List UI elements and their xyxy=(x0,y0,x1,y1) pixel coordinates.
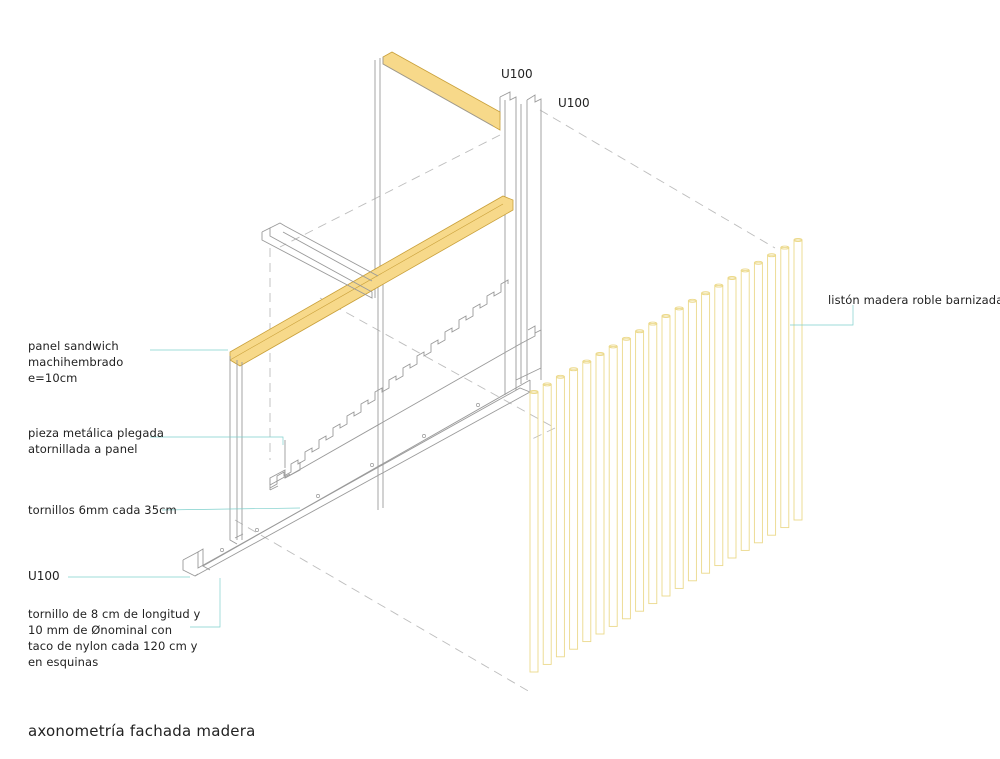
tornillo-label-line-4: en esquinas xyxy=(28,655,99,669)
wood-slat-top xyxy=(582,359,592,364)
panel-label-line-1: panel sandwich xyxy=(28,339,119,353)
wood-slat xyxy=(542,383,552,665)
wood-slat-top xyxy=(621,336,631,341)
wood-slat-top xyxy=(608,344,618,349)
u100-label-top-a: U100 xyxy=(501,67,533,81)
wood-slat-top xyxy=(569,367,579,372)
pieza-metalica-label: pieza metálica plegada atornillada a pan… xyxy=(28,425,164,457)
wooden-slats xyxy=(529,238,803,673)
tornillos-label: tornillos 6mm cada 35cm xyxy=(28,503,177,517)
folded-piece-edge xyxy=(284,325,536,479)
wood-slat xyxy=(687,300,697,582)
wood-slat xyxy=(767,254,777,536)
wood-slat xyxy=(714,285,724,567)
screw-dots xyxy=(220,403,480,552)
wood-slat xyxy=(595,353,605,635)
u100-label-bottom: U100 xyxy=(28,569,60,583)
panel-label-line-2: machihembrado xyxy=(28,355,124,369)
u100-label-top-b: U100 xyxy=(558,96,590,110)
tornillo-nylon-label: tornillo de 8 cm de longitud y 10 mm de … xyxy=(28,606,200,670)
wood-slat-top xyxy=(635,329,645,334)
wood-slat xyxy=(661,315,671,597)
wood-slat xyxy=(569,368,579,650)
wood-slat xyxy=(555,376,565,658)
wood-slat-top xyxy=(542,382,552,387)
left-vertical-profile xyxy=(229,356,244,545)
wood-slat xyxy=(608,345,618,627)
leader-lines xyxy=(68,305,854,628)
wood-slat-top xyxy=(674,306,684,311)
wood-slat xyxy=(529,391,539,673)
wood-slat xyxy=(648,323,658,605)
horizontal-u-profile xyxy=(261,222,379,299)
panel-label-line-3: e=10cm xyxy=(28,371,78,385)
wood-slat xyxy=(780,247,790,529)
pieza-label-line-2: atornillada a panel xyxy=(28,442,138,456)
panel-sandwich-label: panel sandwich machihembrado e=10cm xyxy=(28,338,123,386)
tornillo-label-line-1: tornillo de 8 cm de longitud y xyxy=(28,607,201,621)
wood-slat-top xyxy=(780,245,790,250)
folded-metal-piece xyxy=(269,279,536,491)
u100-vertical-profiles xyxy=(499,91,542,395)
wood-slat-top xyxy=(687,298,697,303)
wood-slat-top xyxy=(727,276,737,280)
wood-slat-top xyxy=(661,314,671,318)
wood-slat xyxy=(635,330,645,612)
wood-slat xyxy=(674,307,684,589)
wood-slat-top xyxy=(767,253,777,258)
wood-slat xyxy=(740,269,750,551)
wood-slat-top xyxy=(740,268,750,273)
wood-slat xyxy=(582,361,592,643)
tornillo-label-line-3: taco de nylon cada 120 cm y xyxy=(28,639,198,653)
pieza-label-line-1: pieza metálica plegada xyxy=(28,426,165,440)
wood-slat-top xyxy=(595,352,605,356)
liston-madera-label: listón madera roble barnizada xyxy=(828,293,1000,307)
wood-slat-top xyxy=(753,260,763,265)
wood-slat-top xyxy=(648,321,658,326)
panel-outline xyxy=(374,58,384,510)
top-wood-plank xyxy=(382,51,501,131)
tornillo-label-line-2: 10 mm de Ønominal con xyxy=(28,623,173,637)
wood-slat xyxy=(753,262,763,544)
wood-slat-top xyxy=(529,390,539,394)
wood-slat-top xyxy=(701,291,711,296)
wood-slat xyxy=(701,292,711,574)
wood-slat xyxy=(621,338,631,620)
bottom-u100-profile xyxy=(182,379,531,577)
wood-slat xyxy=(793,239,803,521)
wood-slat-top xyxy=(555,374,565,379)
wood-slat xyxy=(727,277,737,559)
wood-slat-top xyxy=(793,238,803,242)
drawing-caption: axonometría fachada madera xyxy=(28,722,256,740)
wood-slat-top xyxy=(714,283,724,288)
